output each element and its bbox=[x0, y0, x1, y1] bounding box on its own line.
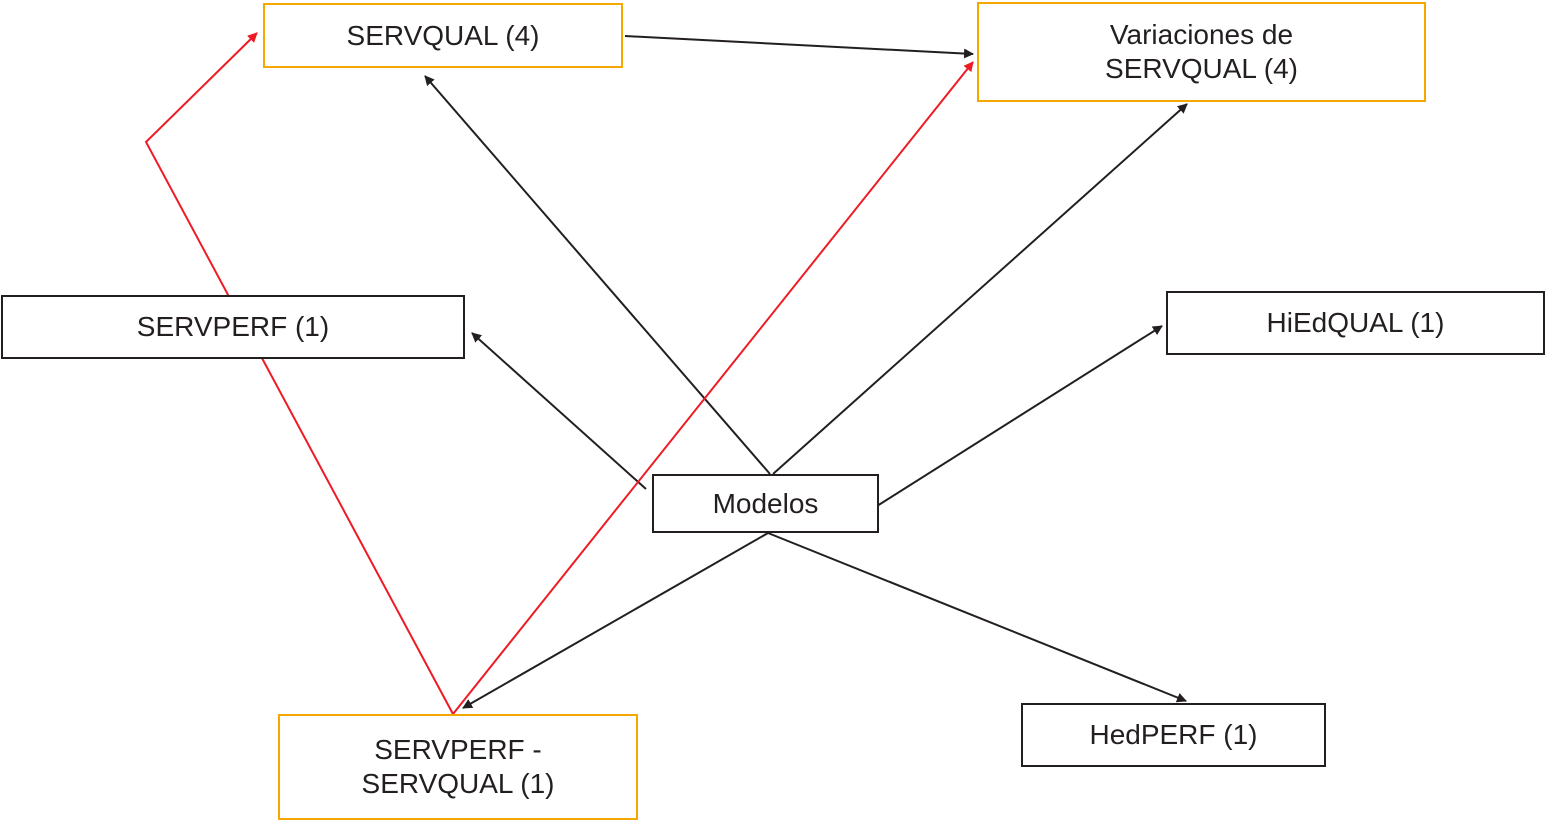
node-modelos-label: Modelos bbox=[712, 487, 819, 519]
node-hiedqual-label: HiEdQUAL (1) bbox=[1266, 307, 1445, 338]
node-servqual: SERVQUAL (4) bbox=[263, 3, 623, 68]
node-servperf-servqual: SERVPERF - SERVQUAL (1) bbox=[278, 714, 638, 820]
arrow-modelos-to-servqual bbox=[424, 75, 771, 475]
arrow-servqual-to-variaciones bbox=[624, 35, 974, 59]
arrow-modelos-to-servperf-servqual bbox=[462, 532, 769, 709]
node-servperf-servqual-label: SERVPERF - SERVQUAL (1) bbox=[361, 734, 555, 799]
node-servperf: SERVPERF (1) bbox=[1, 295, 465, 359]
node-variaciones-label: Variaciones de SERVQUAL (4) bbox=[1105, 19, 1298, 84]
arrow-modelos-to-hedperf bbox=[767, 532, 1187, 703]
node-servqual-label: SERVQUAL (4) bbox=[346, 19, 540, 51]
node-hedperf-label: HedPERF (1) bbox=[1089, 719, 1258, 750]
arrow-servperf-servqual-to-variaciones bbox=[452, 61, 974, 715]
node-variaciones-servqual: Variaciones de SERVQUAL (4) bbox=[977, 2, 1426, 102]
node-servperf-label: SERVPERF (1) bbox=[136, 311, 330, 342]
arrow-modelos-to-servperf bbox=[471, 332, 647, 490]
node-modelos: Modelos bbox=[652, 474, 879, 533]
arrow-servperf-servqual-to-servqual bbox=[144, 32, 454, 715]
arrow-modelos-to-hiedqual bbox=[876, 325, 1163, 507]
node-hedperf: HedPERF (1) bbox=[1021, 703, 1326, 767]
arrow-modelos-to-variaciones bbox=[772, 103, 1188, 475]
node-hiedqual: HiEdQUAL (1) bbox=[1166, 291, 1545, 355]
